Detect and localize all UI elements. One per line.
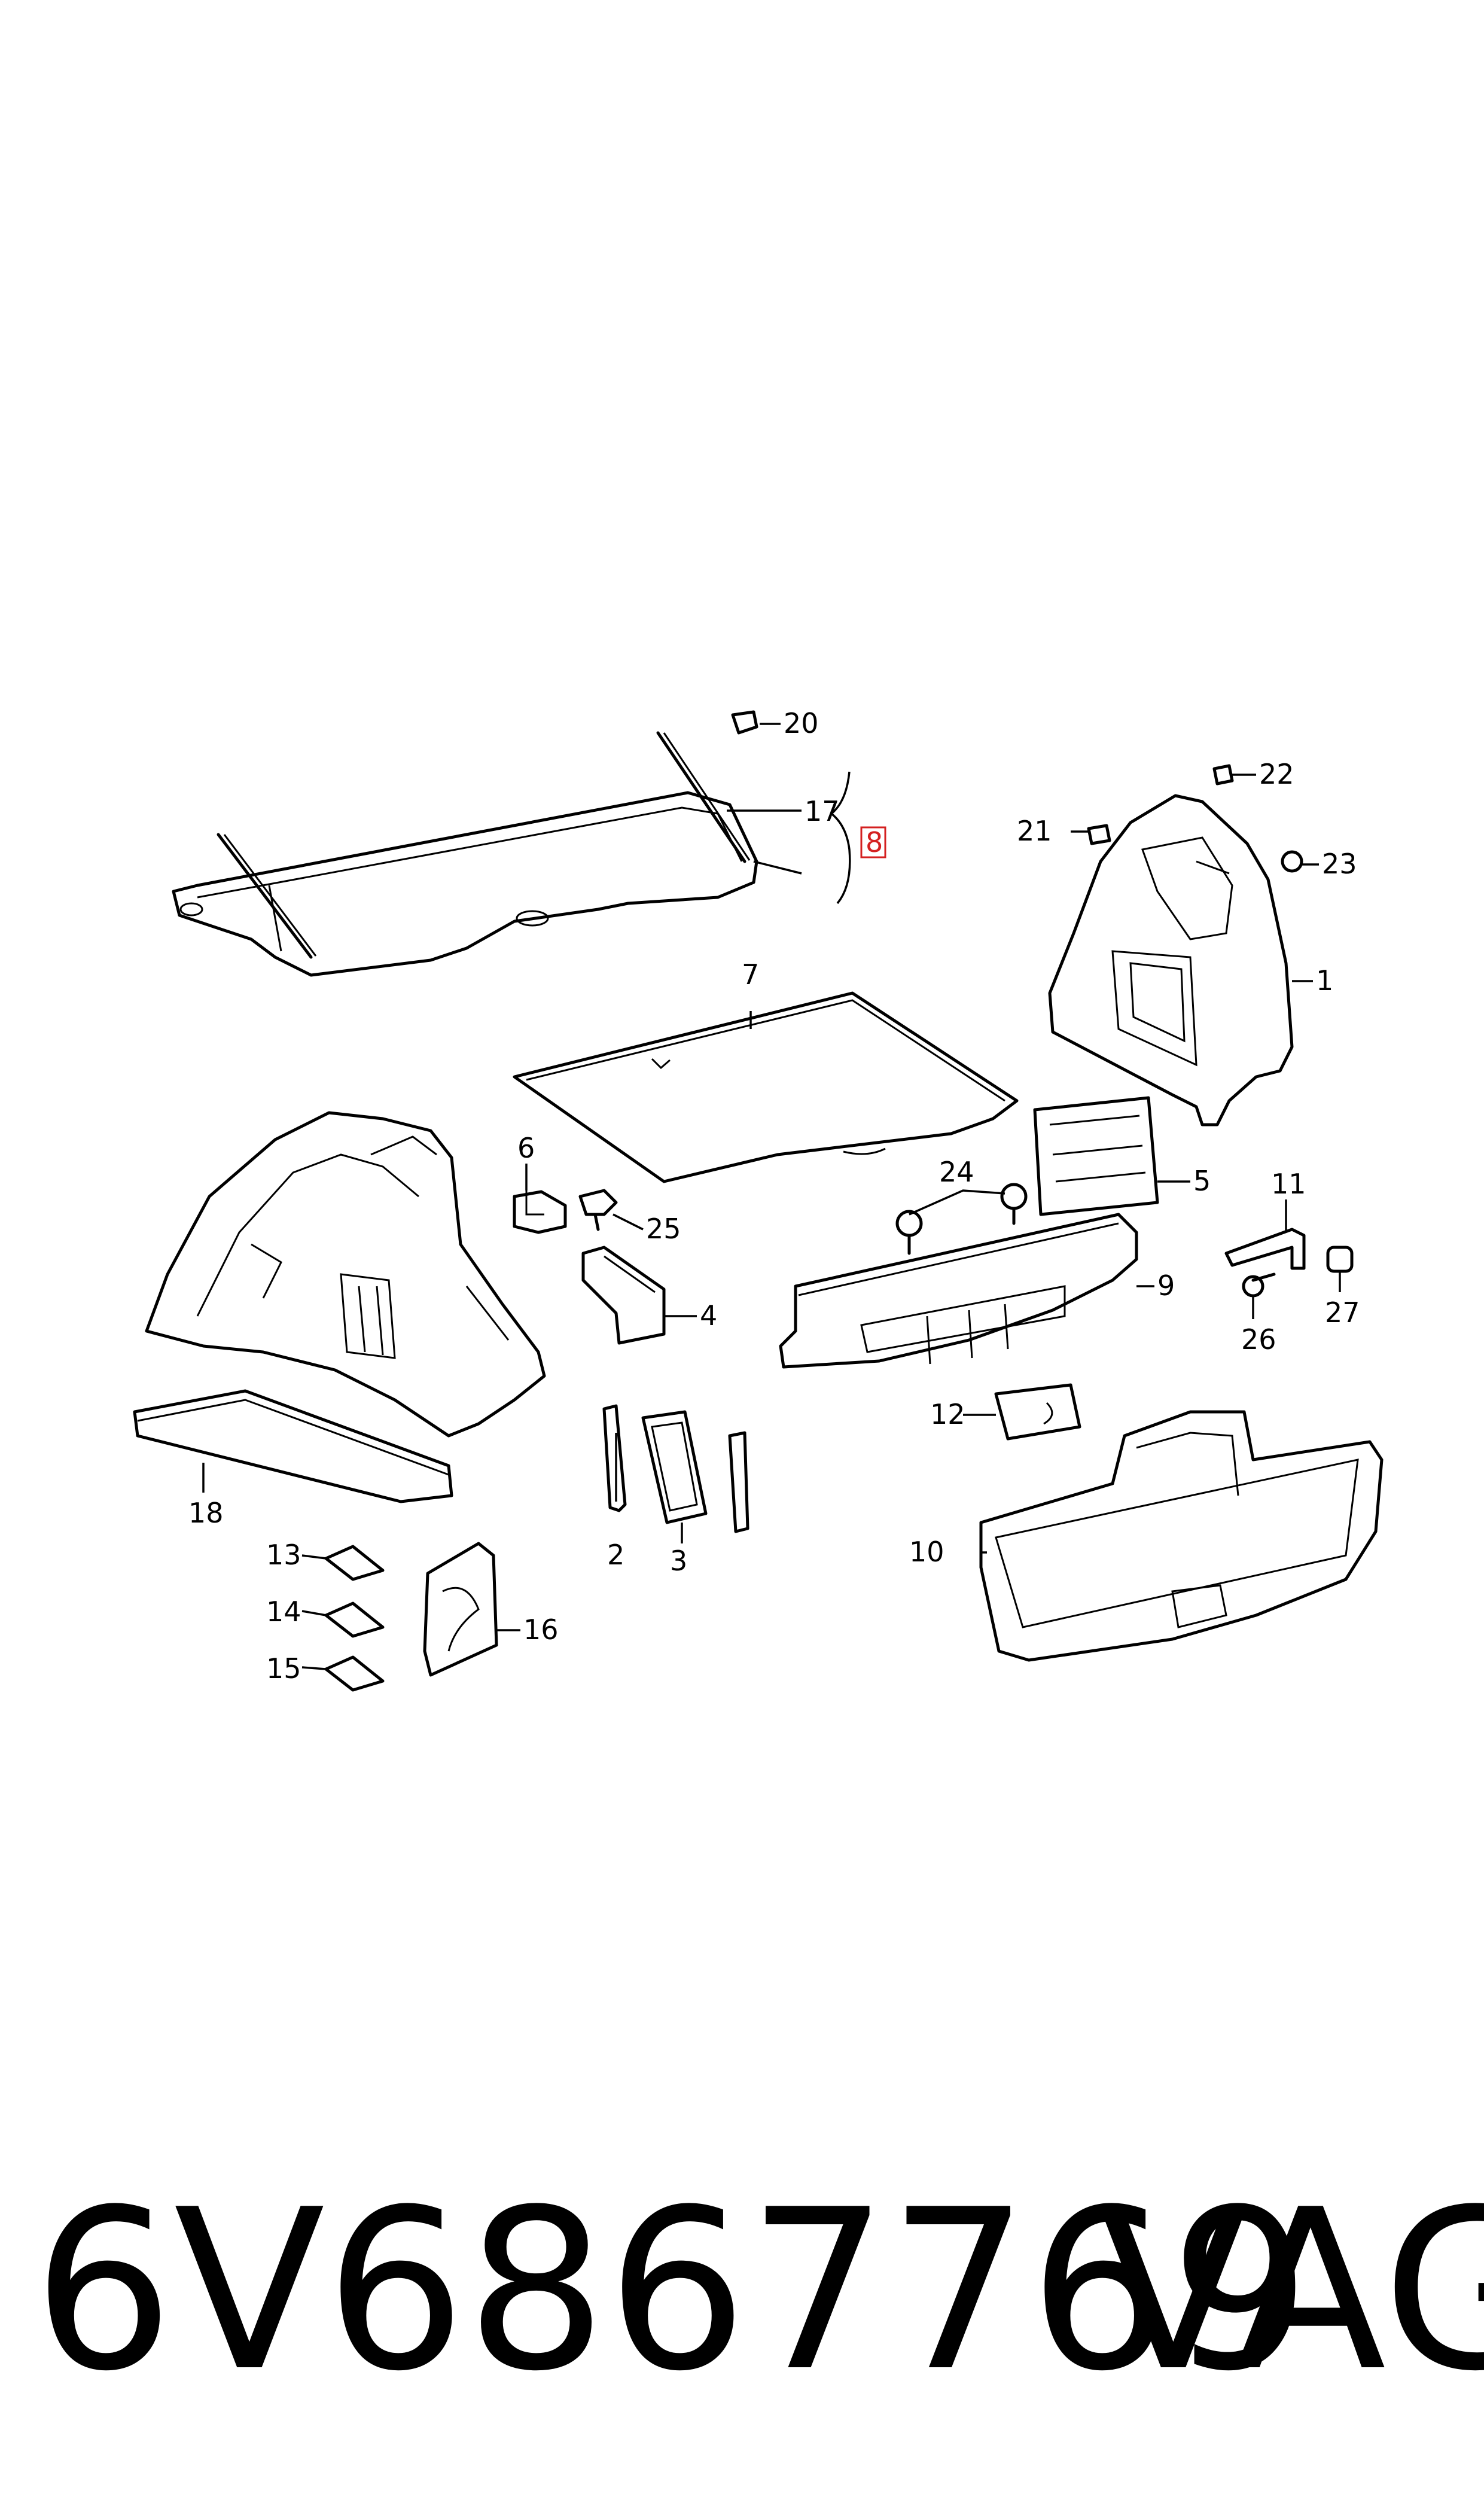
callout-27: 27: [1325, 1296, 1360, 1329]
clips: [731, 710, 1303, 873]
callout-18: 18: [188, 1497, 224, 1529]
callouts: 1 2 3 4 5 6 7 8 9 10 11 12 13 14 15 16 1…: [188, 707, 1360, 1685]
cap-12: [994, 1383, 1081, 1441]
sealing-strips: [602, 1404, 749, 1533]
bracket-11: [1224, 1228, 1306, 1270]
sill-trim-cover: [133, 1389, 453, 1503]
brand-name: VAG: [1098, 2163, 1484, 2420]
wheel-housing-trim-left: [145, 1111, 546, 1438]
side-trim-right: [1048, 794, 1294, 1126]
callout-9: 9: [1157, 1269, 1175, 1302]
boot-side-cover: [979, 1410, 1384, 1662]
callout-5: 5: [1193, 1165, 1211, 1197]
part-number: 6V6867769: [33, 2163, 1311, 2420]
callout-16: 16: [523, 1613, 559, 1646]
callout-1: 1: [1316, 964, 1333, 997]
screw-26: [1242, 1272, 1276, 1298]
callout-25: 25: [646, 1213, 681, 1245]
boot-floor-panel: [513, 991, 1019, 1183]
spacer-27: [1326, 1246, 1354, 1273]
cover-4: [581, 1246, 666, 1345]
callout-15: 15: [266, 1652, 301, 1685]
pads: [324, 1545, 385, 1692]
callout-17: 17: [805, 795, 840, 827]
callout-22: 22: [1259, 758, 1294, 790]
leader-lines: [202, 723, 1341, 1670]
callout-24: 24: [939, 1156, 974, 1188]
callout-6: 6: [517, 1132, 535, 1164]
callout-13: 13: [266, 1539, 301, 1571]
callout-26: 26: [1241, 1323, 1276, 1356]
callout-20: 20: [784, 707, 819, 739]
callout-11: 11: [1271, 1168, 1306, 1200]
callout-10: 10: [909, 1536, 944, 1568]
loading-sill-trim: [779, 1213, 1138, 1369]
callout-23: 23: [1322, 848, 1357, 880]
callout-4: 4: [700, 1299, 717, 1332]
tailgate-struts: [217, 731, 751, 959]
cover-mat-5: [1033, 1096, 1159, 1216]
callout-3: 3: [670, 1545, 687, 1577]
callout-14: 14: [266, 1596, 301, 1628]
clip-25: [578, 1189, 618, 1231]
parcel-shelf: [172, 791, 758, 977]
callout-8-highlight-box: [860, 826, 886, 858]
callout-7: 7: [742, 958, 759, 991]
screws-24: [895, 1183, 1028, 1255]
insulation-16: [423, 1542, 498, 1677]
callout-21: 21: [1017, 815, 1052, 847]
callout-2: 2: [607, 1539, 624, 1571]
callout-8: 8: [866, 826, 883, 858]
bracket: [513, 1190, 567, 1234]
callout-12: 12: [930, 1398, 965, 1430]
